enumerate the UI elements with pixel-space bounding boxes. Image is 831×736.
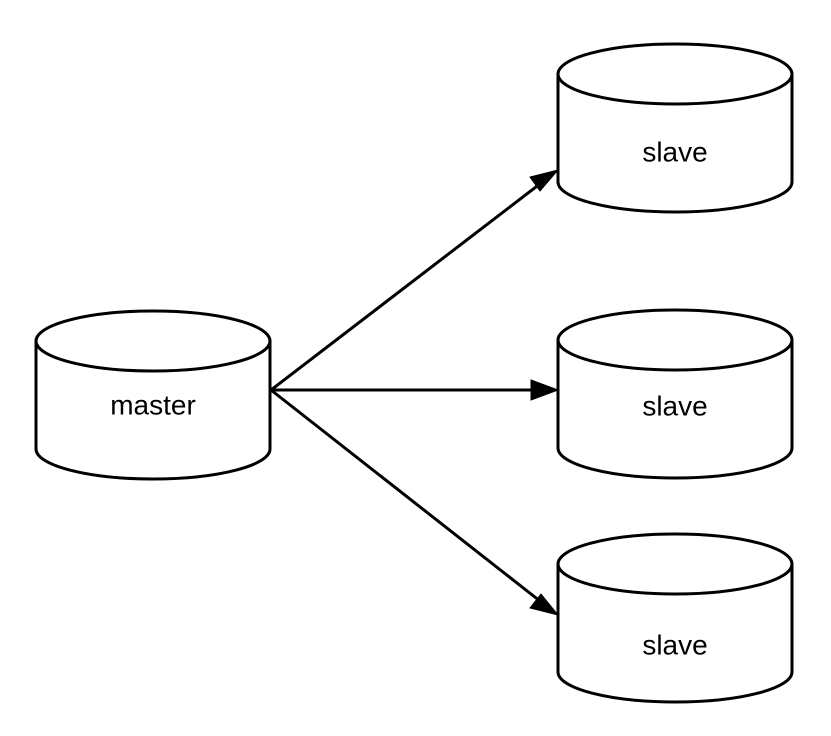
edge-master-to-slave-3[interactable] [270,388,560,616]
edge-line-master-to-slave-1 [270,178,546,392]
node-master[interactable]: master [34,309,272,481]
arrowhead-master-to-slave-2 [530,379,560,401]
node-slave-3-top [556,532,794,596]
node-slave-3[interactable]: slave [556,532,794,704]
edge-line-master-to-slave-3 [270,388,546,607]
node-master-label: master [110,389,196,420]
arrowhead-master-to-slave-3 [529,593,560,616]
edge-master-to-slave-2[interactable] [271,379,560,401]
node-slave-1-top [556,42,794,106]
arrowhead-master-to-slave-1 [529,169,560,192]
node-slave-3-body [556,562,794,704]
node-slave-2-label: slave [642,390,707,421]
node-group: master slave slave slave [34,42,794,704]
node-slave-2-top [556,308,794,372]
node-slave-3-label: slave [642,629,707,660]
edge-master-to-slave-1[interactable] [270,169,560,392]
node-slave-1[interactable]: slave [556,42,794,214]
node-slave-1-label: slave [642,136,707,167]
node-slave-1-body [556,72,794,214]
node-master-top [34,309,272,373]
node-slave-2-body [556,338,794,480]
edge-group [270,169,560,616]
node-master-body [34,339,272,481]
node-slave-2[interactable]: slave [556,308,794,480]
